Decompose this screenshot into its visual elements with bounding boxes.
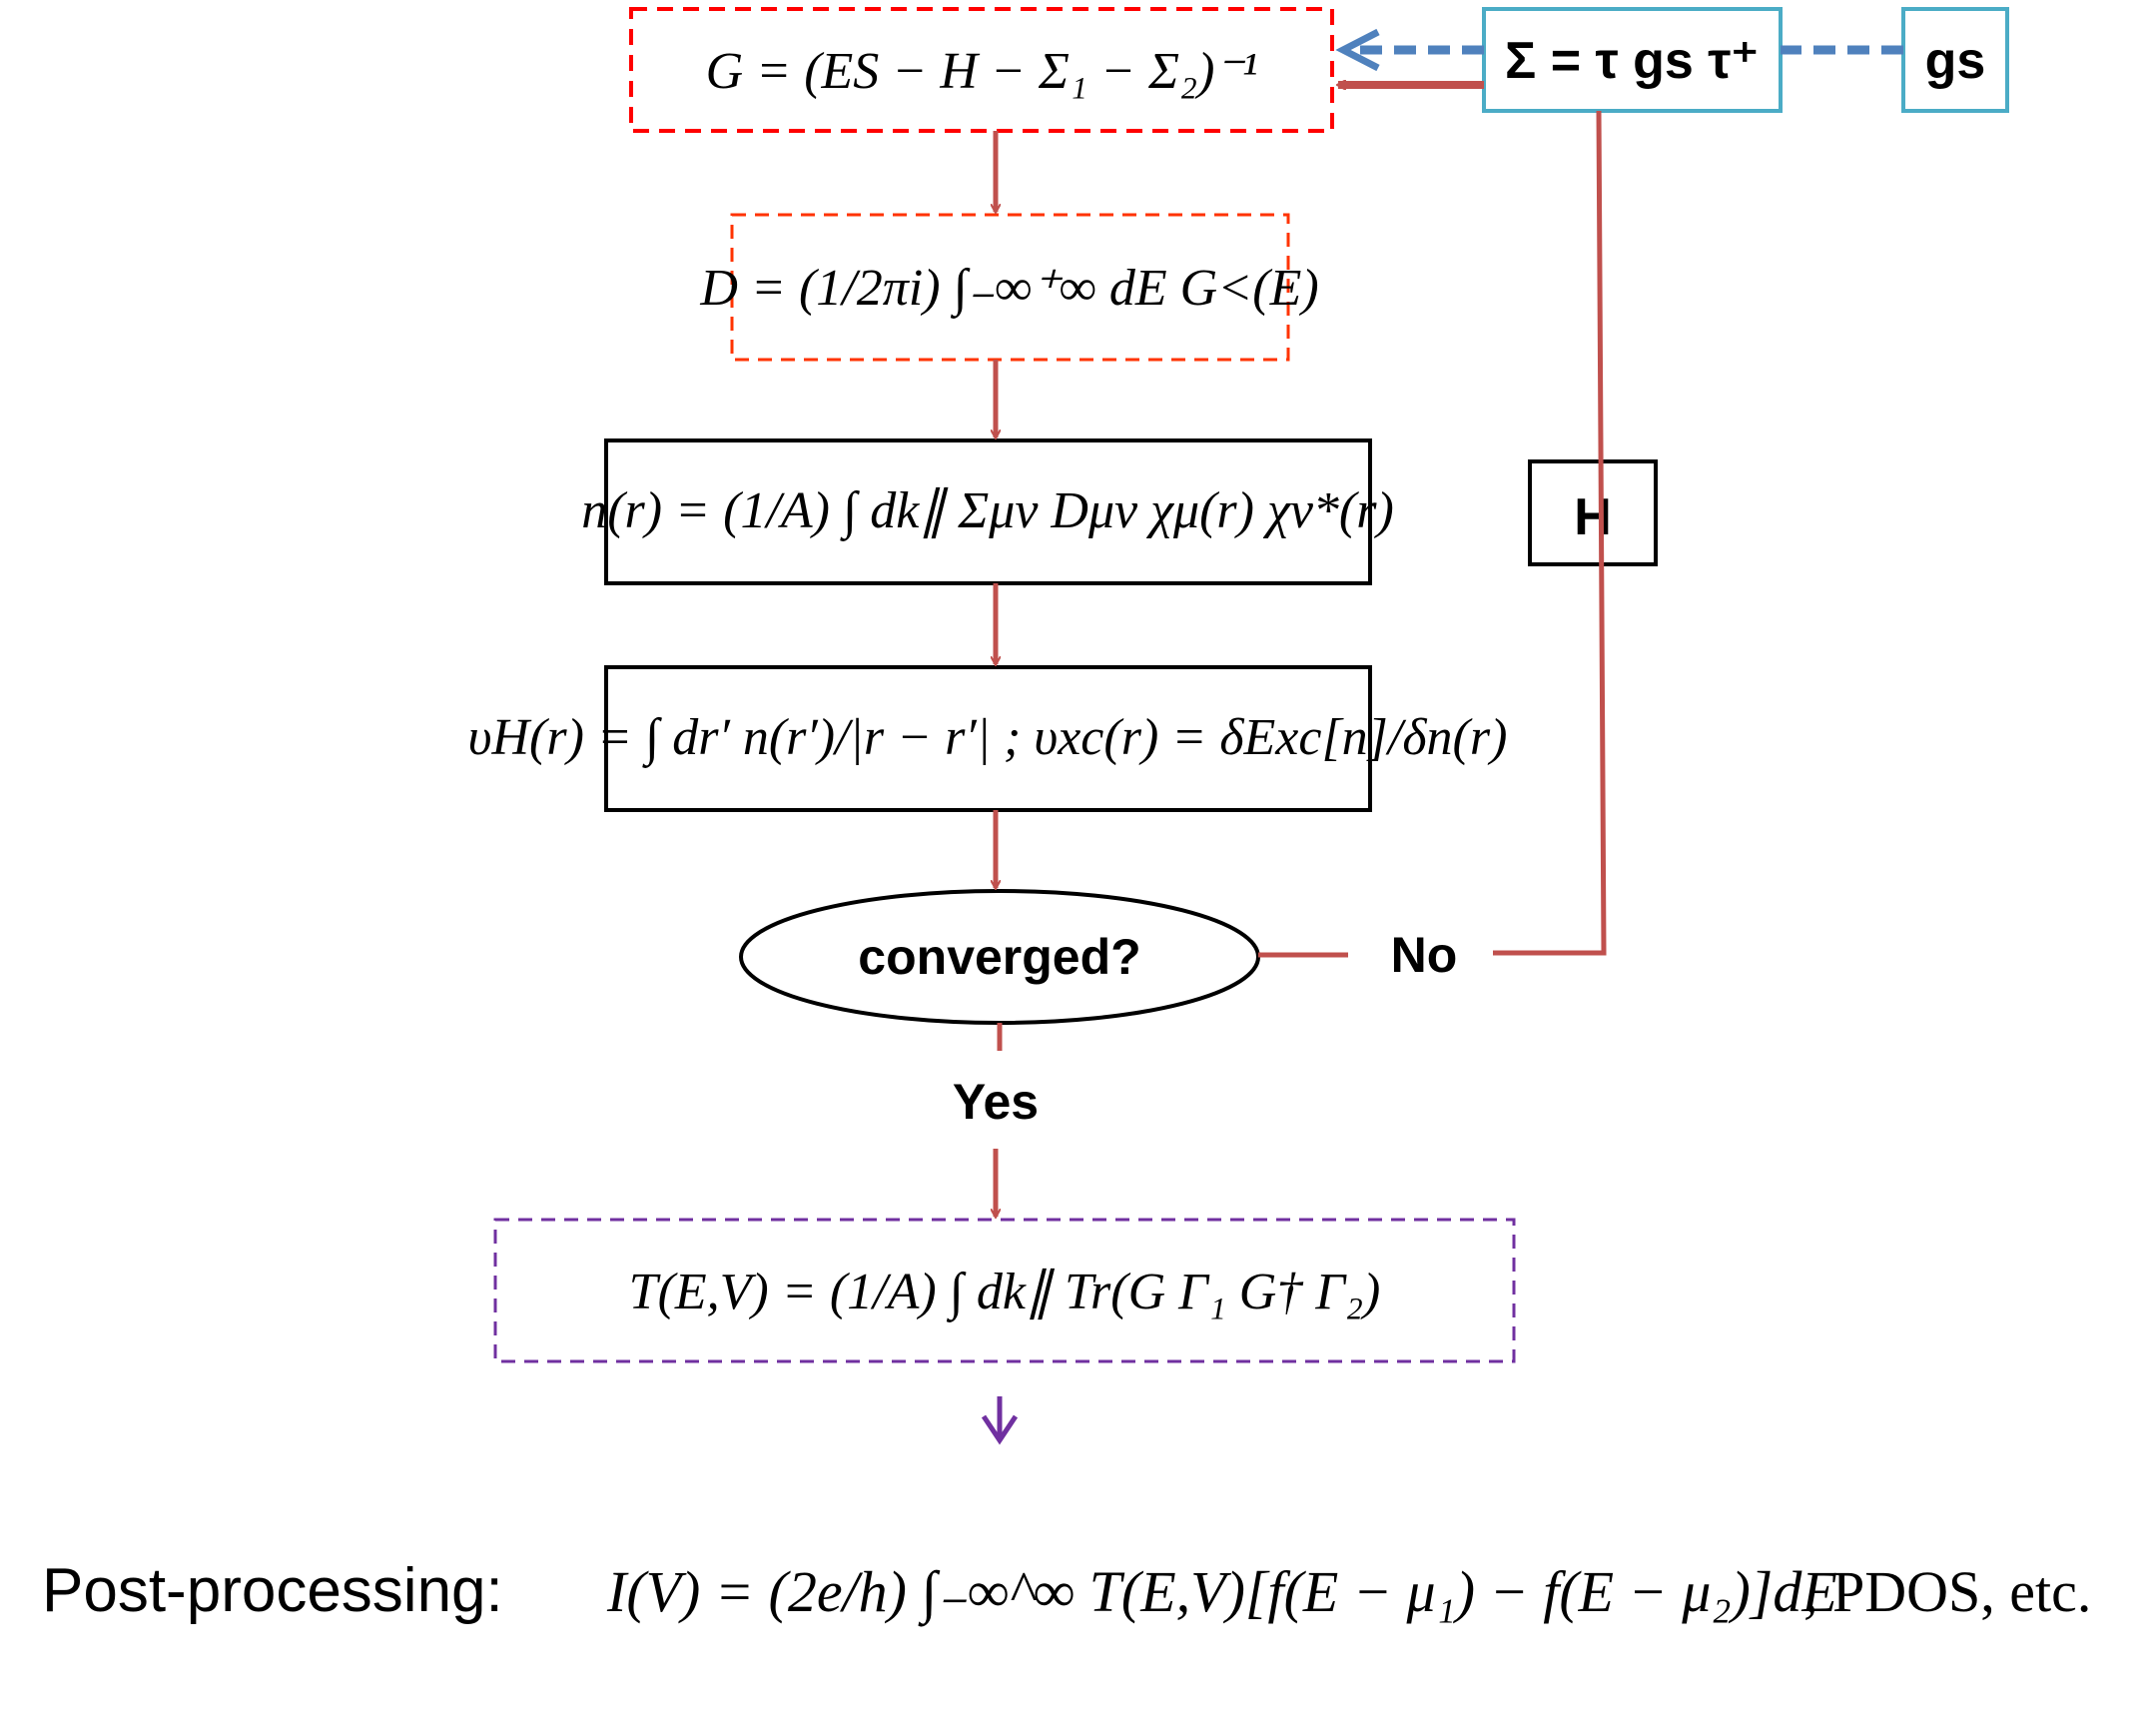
current-formula: I(V) = (2e/h) ∫₋∞^∞ T(E,V)[f(E − μ₁) − f… [606,1559,1837,1627]
dashed-arrowhead [1335,28,1380,72]
potentials-box [604,665,1372,812]
transmission-box [493,1218,1516,1363]
self-energy-formula: Σ = τ gs τ⁺ [1505,32,1759,90]
surface-gf-label: gs [1925,32,1986,90]
self-energy-box [1482,7,1783,113]
density-matrix-formula: D = (1/2πi) ∫₋∞⁺∞ dE G<(E) [699,260,1318,319]
hamiltonian-box [1528,459,1658,566]
greens-function-box [629,7,1334,133]
greens-function-formula: G = (ES − H − Σ₁ − Σ₂)⁻¹ [706,43,1258,100]
converged-label: converged? [858,929,1140,985]
purple-arrowhead [981,1414,1019,1445]
transmission-formula: T(E,V) = (1/A) ∫ dk∥ Tr(G Γ₁ G† Γ₂) [629,1264,1381,1322]
loop-back-line [1493,110,1607,956]
electron-density-formula: n(r) = (1/A) ∫ dk∥ Σμν Dμν χμ(r) χν*(r) [581,482,1394,541]
hamiltonian-label: H [1574,488,1612,546]
potentials-formula: υH(r) = ∫ dr′ n(r′)/|r − r′| ; υxc(r) = … [468,709,1508,768]
no-label: No [1391,927,1458,983]
post-suffix: , PDOS, etc. [1803,1559,2091,1624]
post-processing-label: Post-processing: [42,1556,503,1625]
surface-gf-box [1901,7,2009,113]
yes-label: Yes [953,1074,1039,1130]
density-matrix-box [730,213,1290,362]
electron-density-box [604,438,1372,585]
